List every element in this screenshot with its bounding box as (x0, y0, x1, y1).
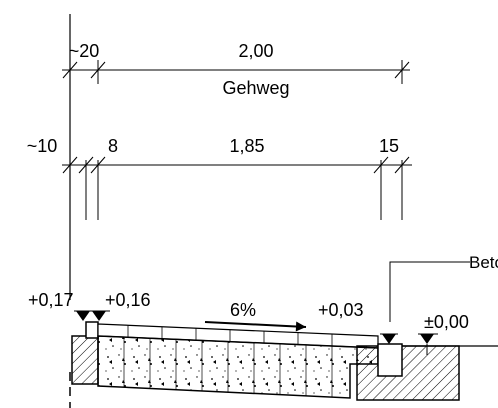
base-layer-joints (123, 338, 333, 397)
level-marker-right-inner (382, 334, 396, 344)
left-curb-top (85, 321, 99, 339)
callout-label: Beto (469, 253, 498, 272)
tick-second-c (373, 156, 389, 174)
tick-second-d (394, 156, 410, 174)
dimension-top-left-offset: ~20 (69, 41, 100, 61)
tick-top-left (62, 61, 78, 79)
tick-top-inner (90, 61, 106, 79)
level-marker-left-outer (76, 311, 90, 321)
left-curb-stone (71, 335, 99, 385)
right-curb-stone (377, 343, 403, 377)
dimension-second-width: 1,85 (229, 136, 264, 156)
tick-second-left (62, 156, 78, 174)
dimension-second-left-offset: ~10 (27, 136, 58, 156)
dimension-top-width: 2,00 (238, 41, 273, 61)
slope-arrow (204, 321, 307, 332)
slope-label: 6% (230, 300, 256, 320)
level-left-outer: +0,17 (28, 290, 74, 310)
dimension-second-curb: 8 (108, 136, 118, 156)
right-curb-foundation (356, 345, 460, 401)
level-marker-right-outer (420, 334, 434, 344)
tick-top-right (394, 61, 410, 79)
level-left-inner: +0,16 (105, 290, 151, 310)
paving-joints (127, 325, 333, 346)
level-marker-left-inner (92, 311, 106, 321)
level-right-inner: +0,03 (318, 300, 364, 320)
callout-leader (389, 261, 470, 322)
dimension-top-name: Gehweg (222, 78, 289, 98)
tick-second-a (78, 156, 94, 174)
level-right-outer: ±0,00 (424, 312, 469, 332)
tick-second-b (90, 156, 106, 174)
dimension-second-right: 15 (379, 136, 399, 156)
